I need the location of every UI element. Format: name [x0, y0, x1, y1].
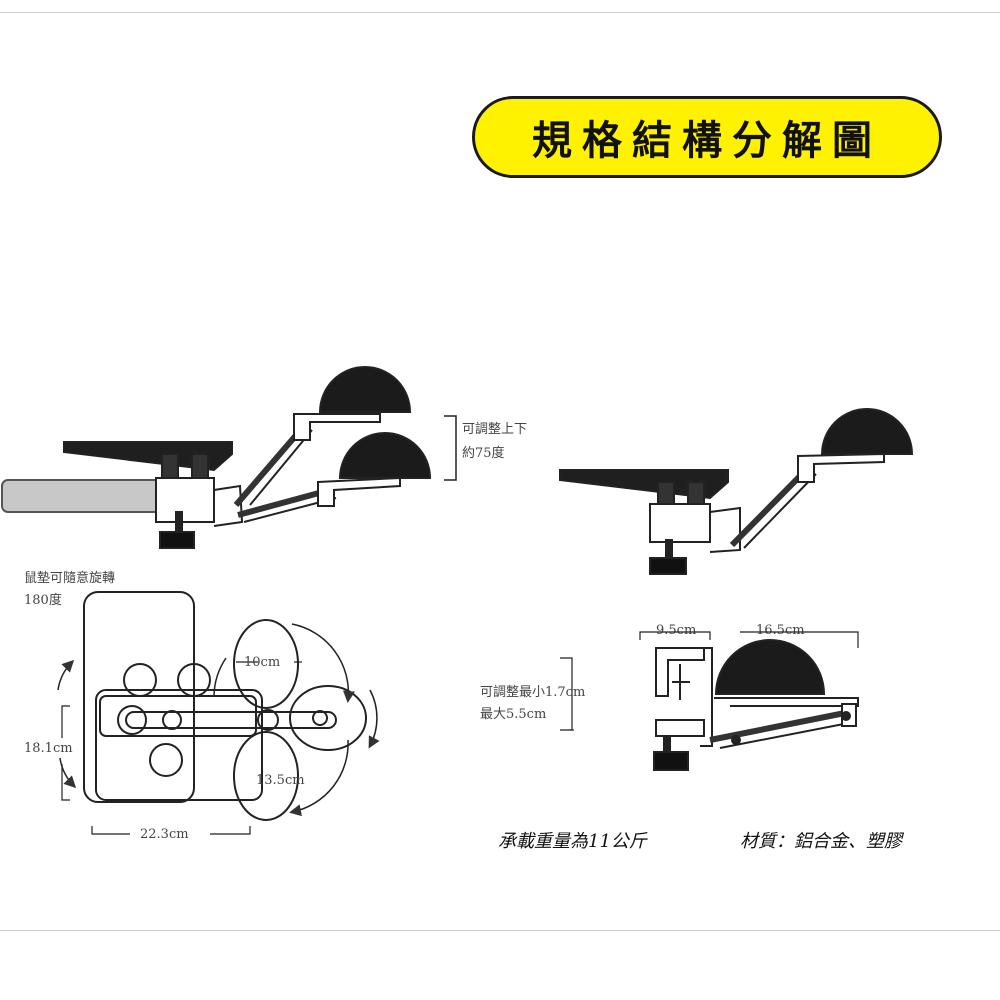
pivot-joint — [117, 705, 147, 735]
dim-16-5cm: 16.5cm — [756, 623, 805, 638]
plan-view — [57, 591, 380, 835]
adjust-label-2: 約75度 — [462, 445, 505, 461]
clamp-detail — [560, 631, 859, 771]
angle-bracket — [444, 415, 457, 481]
bottom-divider — [0, 930, 1000, 931]
pad-position-right — [289, 685, 367, 751]
right-assembly — [559, 408, 914, 575]
post-left — [161, 453, 179, 479]
dim-22-3cm: 22.3cm — [140, 827, 189, 842]
pad-position-bottom — [233, 731, 299, 821]
mouse-pad-dome-upper — [318, 366, 412, 413]
rotate-label-1: 鼠墊可隨意旋轉 — [24, 570, 115, 586]
pad-position-top — [233, 619, 299, 709]
base-frame — [95, 689, 263, 801]
post-right — [191, 453, 209, 479]
clamp-range-label-2: 最大5.5cm — [480, 707, 546, 722]
dim-9-5cm: 9.5cm — [656, 623, 696, 638]
rotate-label-2: 180度 — [24, 592, 62, 608]
clamp-body — [155, 477, 215, 523]
base-plate-right — [559, 469, 729, 500]
load-capacity-text: 承載重量為11公斤 — [498, 831, 648, 852]
material-text: 材質：鋁合金、塑膠 — [740, 831, 905, 852]
left-assembly — [1, 366, 457, 549]
arm-bracket — [213, 484, 244, 527]
mouse-pad-dome-right — [820, 408, 914, 455]
dim-18cm: 18.1cm — [24, 741, 73, 756]
clamp-range-label-1: 可調整最小1.7cm — [480, 685, 585, 700]
top-divider — [0, 12, 1000, 13]
title-banner: 規格結構分解圖 — [472, 96, 942, 178]
page-title: 規格結構分解圖 — [532, 118, 882, 164]
adjust-label-1: 可調整上下 — [462, 422, 527, 437]
clamp-screw — [175, 511, 183, 535]
clamp-knob — [159, 531, 195, 549]
base-plate — [63, 441, 233, 472]
mouse-pad-dome-lower — [338, 432, 432, 479]
dim-10cm: 10cm — [244, 655, 280, 670]
mouse-pad-dome-detail — [714, 639, 826, 695]
dim-13-5cm: 13.5cm — [256, 773, 305, 788]
